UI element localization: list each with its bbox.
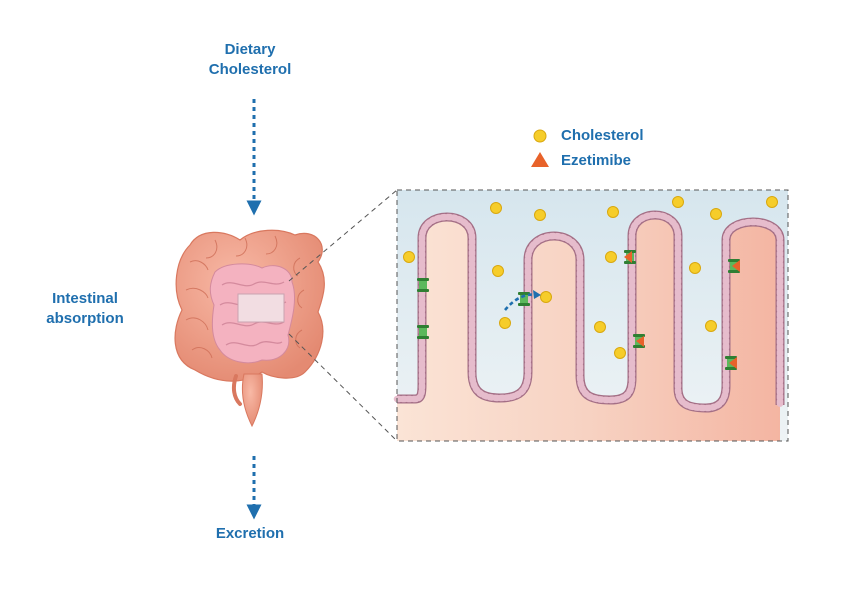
zoom-connector-bottom: [288, 333, 398, 442]
cholesterol-dot: [540, 291, 552, 303]
cholesterol-dot: [689, 262, 701, 274]
legend-cholesterol-icon: [533, 129, 547, 143]
ezetimibe-triangle: [636, 336, 644, 347]
cholesterol-dot: [672, 196, 684, 208]
cholesterol-dot: [492, 265, 504, 277]
transporter-icon: [518, 292, 530, 306]
cholesterol-dot: [705, 320, 717, 332]
cholesterol-dot: [594, 321, 606, 333]
zoom-region-box: [237, 293, 285, 323]
zoom-connector-top: [288, 189, 398, 282]
cholesterol-dot: [710, 208, 722, 220]
ezetimibe-triangle: [729, 357, 737, 369]
cholesterol-dot: [766, 196, 778, 208]
excretion-label: Excretion: [215, 525, 285, 542]
intestinal-absorption-label: Intestinal absorption: [20, 289, 150, 329]
transporter-icon: [417, 278, 429, 292]
ezetimibe-triangle: [732, 260, 740, 272]
intestine-illustration: [174, 229, 325, 428]
ezetimibe-triangle: [624, 251, 632, 263]
cholesterol-dot: [605, 251, 617, 263]
cholesterol-dot: [607, 206, 619, 218]
cholesterol-dot: [403, 251, 415, 263]
dietary-label-line1: Dietary: [224, 41, 276, 58]
cholesterol-molecules: [403, 196, 778, 359]
legend-ezetimibe-icon: [531, 152, 549, 167]
ezetimibe-molecules: [624, 251, 740, 369]
cholesterol-dot: [490, 202, 502, 214]
intestinal-label-line2: absorption: [46, 310, 124, 327]
legend-ezetimibe-label: Ezetimibe: [561, 152, 632, 169]
cholesterol-dot: [534, 209, 546, 221]
villi-inset-panel: [393, 189, 789, 442]
dietary-label-line2: Cholesterol: [208, 61, 292, 78]
cholesterol-dot: [499, 317, 511, 329]
dietary-cholesterol-label: Dietary Cholesterol: [185, 40, 315, 80]
transporter-icon: [417, 325, 429, 339]
intestinal-label-line1: Intestinal: [52, 290, 118, 307]
legend-cholesterol-label: Cholesterol: [561, 127, 644, 144]
cholesterol-dot: [614, 347, 626, 359]
